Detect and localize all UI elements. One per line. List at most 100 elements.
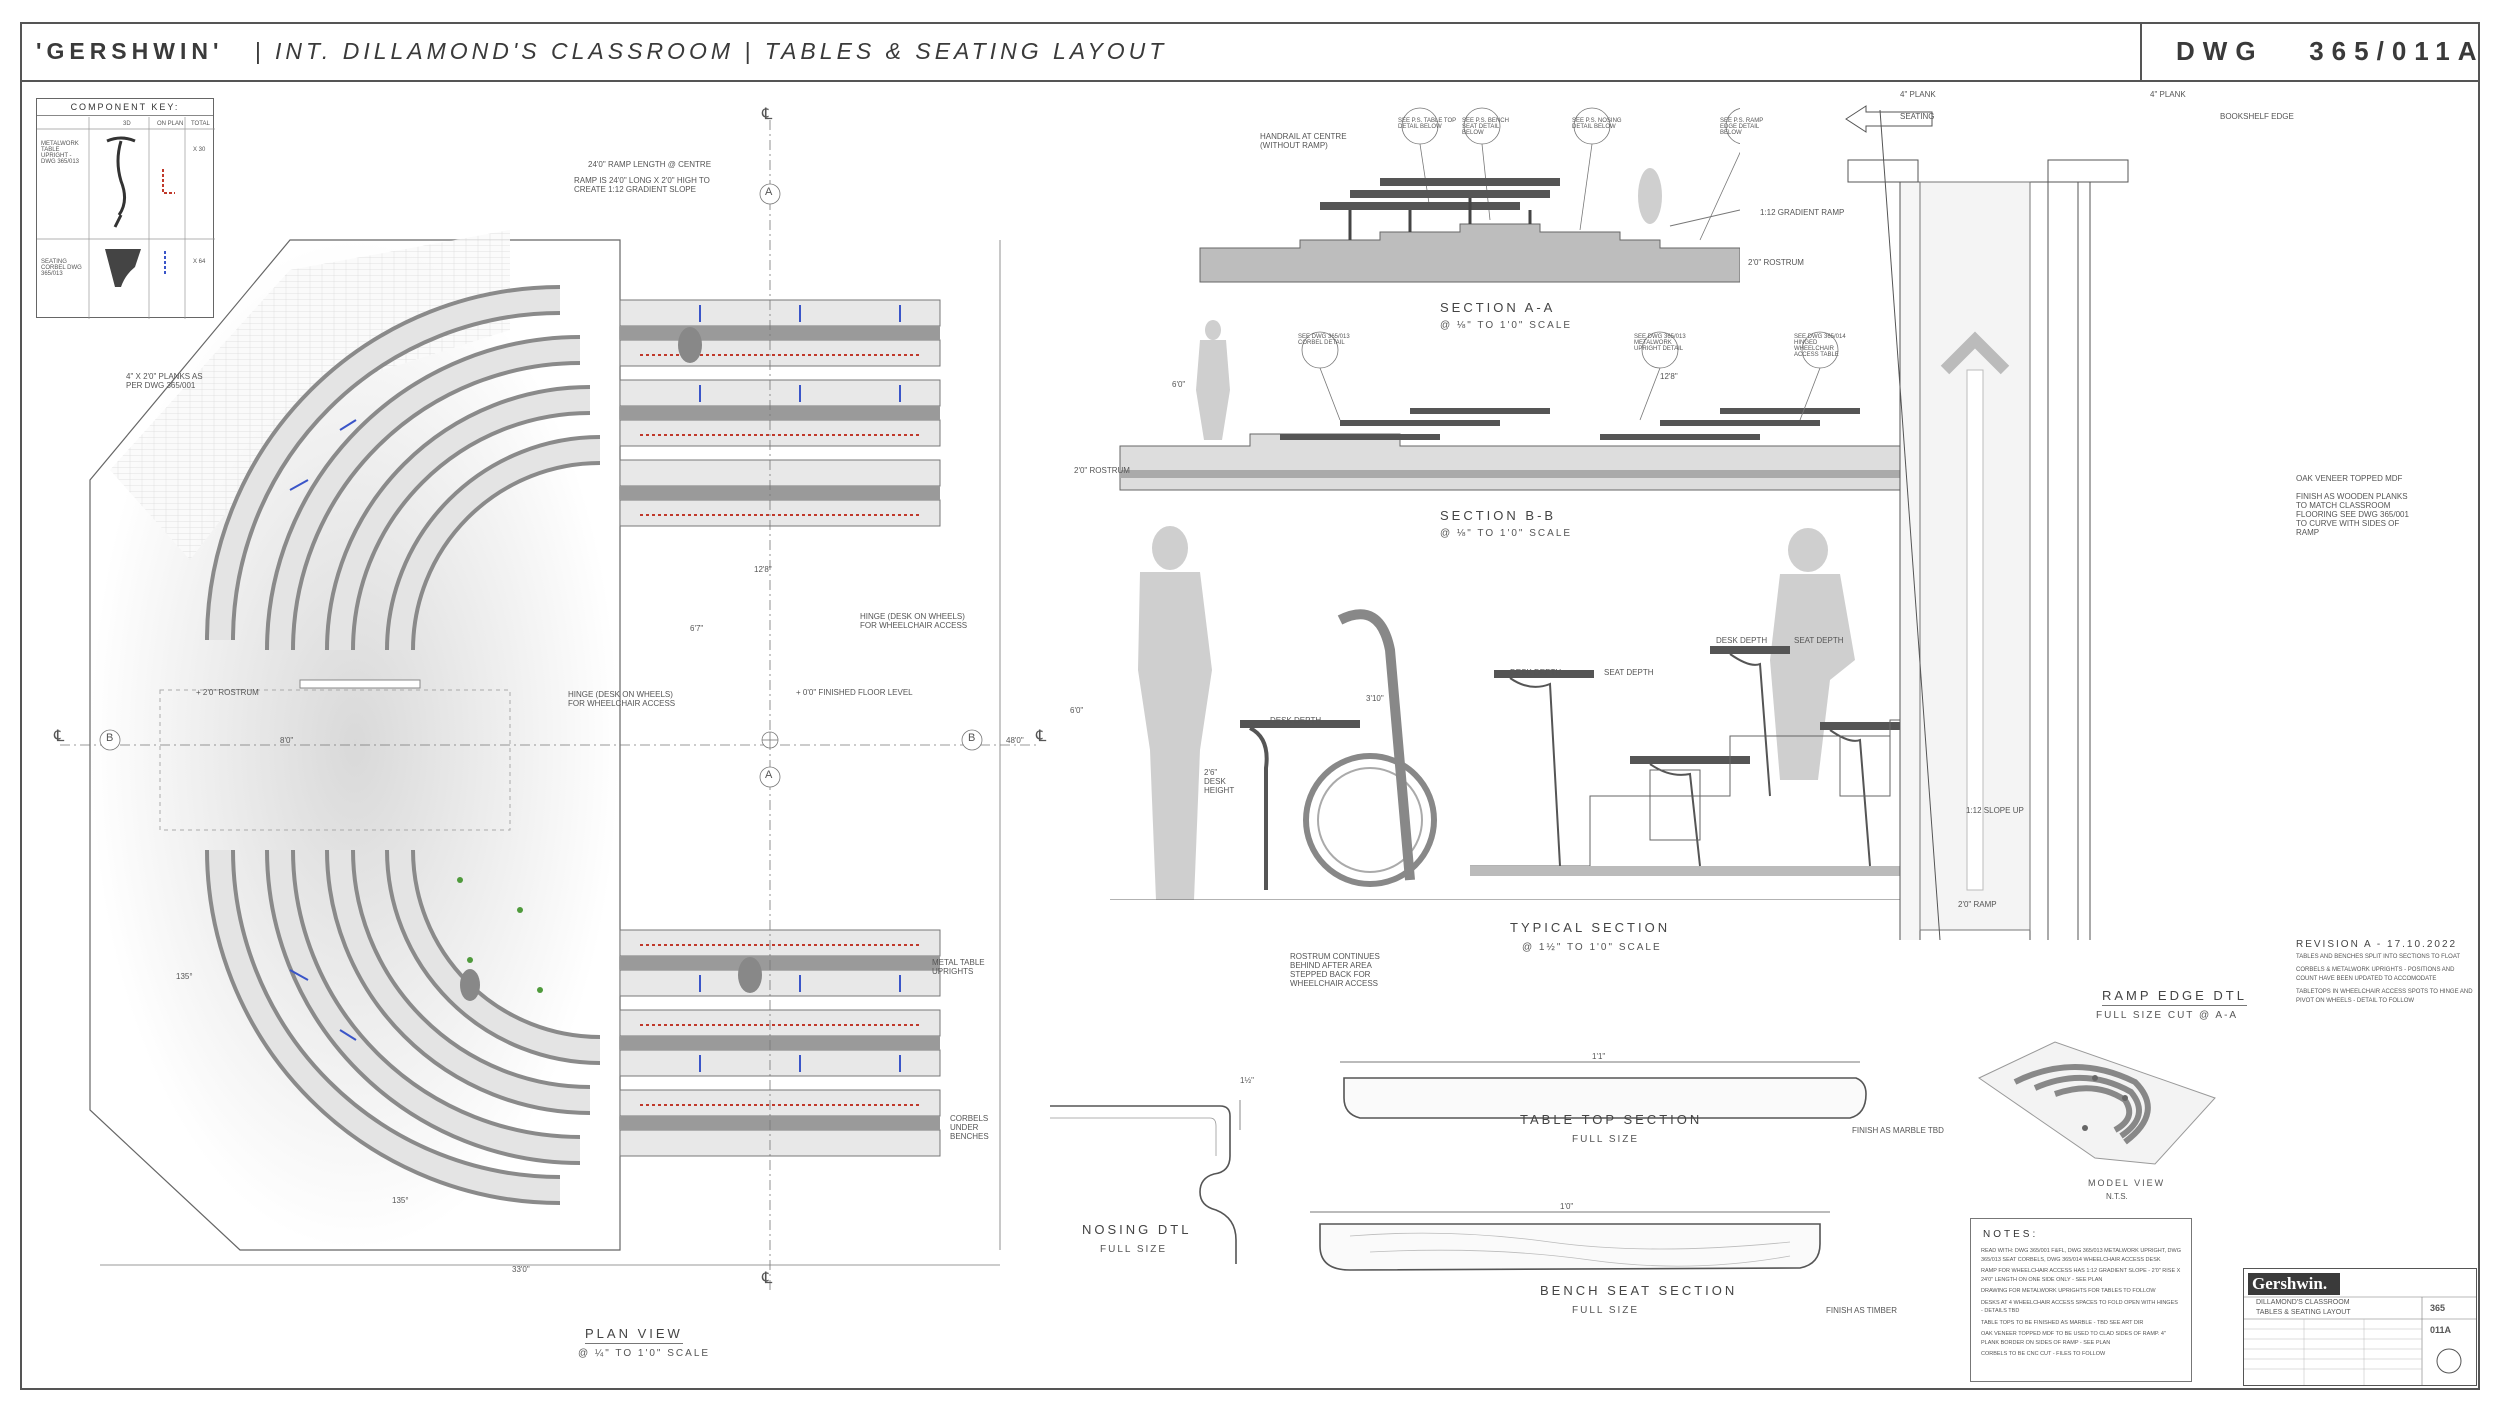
typical-seat-depth-1: SEAT DEPTH (1604, 668, 1654, 677)
tabletop-scale: FULL SIZE (1572, 1134, 1640, 1145)
bench-finish: FINISH AS TIMBER (1826, 1306, 1897, 1315)
drawing-title: 'GERSHWIN' | INT. DILLAMOND'S CLASSROOM … (36, 38, 1167, 65)
note-item: DESKS AT 4 WHEELCHAIR ACCESS SPACES TO F… (1981, 1299, 2178, 1315)
section-aa-drawing (1199, 107, 1740, 283)
grid-a-top: A (765, 186, 773, 198)
grid-b-left: B (106, 732, 114, 744)
typical-dim-310: 3'10" (1366, 694, 1384, 703)
ramp-plank-label-left: 4" PLANK (1900, 90, 1936, 99)
section-aa-gradient: 1:12 GRADIENT RAMP (1760, 208, 1845, 217)
notes-box: NOTES: READ WITH: DWG 365/001 F&FL, DWG … (1970, 1218, 2192, 1382)
revision-block: REVISION A - 17.10.2022 TABLES AND BENCH… (2296, 940, 2476, 1006)
revision-heading: REVISION A - 17.10.2022 (2296, 939, 2458, 950)
tabletop-section-drawing (1340, 1061, 1867, 1119)
note-item: CORBELS TO BE CNC CUT - FILES TO FOLLOW (1981, 1351, 2106, 1357)
bench-dim: 1'0" (1560, 1202, 1574, 1211)
section-aa-scale: @ ⅛" TO 1'0" SCALE (1440, 320, 1573, 331)
drawing-number: DWG 365/011A (2176, 36, 2485, 67)
ramp-note: RAMP IS 24'0" LONG X 2'0" HIGH TO CREATE… (574, 176, 710, 194)
key-col-total: TOTAL (191, 121, 210, 127)
plan-dim-8: 8'0" (280, 736, 294, 745)
grid-a-bottom: A (765, 769, 773, 781)
ramp-finish-note: FINISH AS WOODEN PLANKS TO MATCH CLASSRO… (2296, 492, 2409, 537)
centreline-mark-bottom: ℄ (762, 1270, 773, 1287)
hinge-note: HINGE (DESK ON WHEELS) FOR WHEELCHAIR AC… (860, 612, 968, 630)
title-bar (20, 22, 2480, 82)
titleblock-grid (2244, 1296, 2476, 1385)
key-col-plan: ON PLAN (157, 121, 184, 127)
section-bb-drawing (1119, 320, 1901, 491)
bench-title: BENCH SEAT SECTION (1540, 1283, 1738, 1298)
model-view-drawing (1978, 1041, 2216, 1165)
ramp-edge-scale: FULL SIZE CUT @ A-A (2096, 1010, 2239, 1021)
typical-desk-depth-1: DESK DEPTH (1270, 716, 1322, 725)
titleblock-subtitle: TABLES & SEATING LAYOUT (2256, 1309, 2351, 1316)
plan-view-drawing (60, 120, 1040, 1290)
section-aa-dim: 2'0" ROSTRUM (1748, 258, 1804, 267)
titleblock-title: DILLAMOND'S CLASSROOM (2256, 1299, 2350, 1306)
revision-item-2: CORBELS & METALWORK UPRIGHTS - POSITIONS… (2296, 967, 2455, 982)
section-aa-tag-tabletop: SEE P.S. TABLE TOP DETAIL BELOW (1398, 118, 1457, 130)
plan-angle-135: 135° (176, 972, 193, 981)
typical-rostrum-note: ROSTRUM CONTINUES BEHIND AFTER AREA STEP… (1290, 952, 1380, 988)
ramp-slope-label: 1:12 SLOPE UP (1966, 806, 2024, 815)
centreline-mark-top: ℄ (762, 106, 773, 123)
plan-dim-6: 6'7" (690, 624, 704, 633)
component-key: COMPONENT KEY: 3D ON PLAN TOTAL METALWOR… (36, 98, 215, 319)
section-bb-rostrum: 2'0" ROSTRUM (1074, 466, 1130, 475)
key-col-3d: 3D (123, 121, 131, 127)
typical-section-drawing (1110, 526, 1950, 900)
ramp-length: 24'0" RAMP LENGTH @ CENTRE (588, 160, 712, 169)
typical-desk-depth-3: DESK DEPTH (1716, 636, 1768, 645)
key-row1-name: METALWORK TABLE UPRIGHT - DWG 365/013 (41, 141, 80, 165)
nosing-title: NOSING DTL (1082, 1222, 1192, 1237)
component-key-grid (37, 117, 215, 319)
revision-item-1: TABLES AND BENCHES SPLIT INTO SECTIONS T… (2296, 954, 2461, 960)
ramp-oak-note: OAK VENEER TOPPED MDF (2296, 474, 2403, 483)
planks-note: 4" X 2'0" PLANKS AS PER DWG 365/001 (126, 372, 203, 390)
typical-desk-height: 2'6" DESK HEIGHT (1204, 768, 1235, 795)
note-item: TABLE TOPS TO BE FINISHED AS MARBLE - TB… (1981, 1319, 2144, 1326)
ramp-edge-title: RAMP EDGE DTL (2102, 988, 2247, 1006)
tabletop-finish: FINISH AS MARBLE TBD (1852, 1126, 1944, 1135)
typical-section-scale: @ 1½" TO 1'0" SCALE (1522, 942, 1662, 953)
key-row2-total: X 64 (193, 259, 206, 265)
titleblock-dwg: 365 (2430, 1303, 2446, 1313)
section-bb-dim-6: 6'0" (1172, 380, 1186, 389)
typical-desk-depth-2: DESK DEPTH (1510, 668, 1562, 677)
notes-title: NOTES: (1983, 1229, 2039, 1240)
component-key-title: COMPONENT KEY: (37, 99, 213, 116)
note-item: RAMP FOR WHEELCHAIR ACCESS HAS 1:12 GRAD… (1981, 1268, 2181, 1283)
section-bb-tag-upright: SEE DWG 365/013 METALWORK UPRIGHT DETAIL (1634, 334, 1686, 352)
bench-section-drawing (1310, 1211, 1830, 1271)
bench-scale: FULL SIZE (1572, 1305, 1640, 1316)
nosing-scale: FULL SIZE (1100, 1244, 1168, 1255)
ramp-plank-label-right: 4" PLANK (2150, 90, 2186, 99)
corbels-note: CORBELS UNDER BENCHES (950, 1114, 989, 1141)
titleblock-sheet: 011A (2430, 1325, 2452, 1335)
rostrum-label: + 2'0" ROSTRUM (196, 688, 259, 697)
ramp-width-label: 2'0" RAMP (1958, 900, 1997, 909)
sheet-border (20, 22, 2480, 1390)
model-view-scale: N.T.S. (2106, 1192, 2128, 1201)
tabletop-title: TABLE TOP SECTION (1520, 1112, 1703, 1127)
section-aa-tag-nosing: SEE P.S. NOSING DETAIL BELOW (1572, 118, 1622, 130)
model-view-title: MODEL VIEW (2088, 1178, 2166, 1188)
section-bb-title: SECTION B-B (1440, 508, 1557, 523)
nosing-dim: 1½" (1240, 1076, 1254, 1085)
plan-angle-135-b: 135° (392, 1196, 409, 1205)
note-item: OAK VENEER TOPPED MDF TO BE USED TO CLAD… (1981, 1331, 2166, 1346)
grid-b-right: B (968, 732, 976, 744)
drawing-subtitle: | INT. DILLAMOND'S CLASSROOM | TABLES & … (254, 38, 1168, 64)
plan-width-dim: 33'0" (512, 1265, 530, 1274)
titleblock-logo: Gershwin. (2248, 1273, 2340, 1295)
note-item: DRAWING FOR METALWORK UPRIGHTS FOR TABLE… (1981, 1288, 2156, 1294)
project-name: 'GERSHWIN' (36, 38, 224, 64)
plan-view-scale: @ ¼" TO 1'0" SCALE (578, 1348, 711, 1359)
typical-dim-6: 6'0" (1070, 706, 1084, 715)
dwg-label: DWG (2176, 36, 2264, 66)
centreline-mark-right: ℄ (1036, 728, 1047, 745)
nosing-detail-drawing (1050, 1100, 1241, 1264)
key-row2-name: SEATING CORBEL DWG 365/013 (41, 259, 82, 277)
